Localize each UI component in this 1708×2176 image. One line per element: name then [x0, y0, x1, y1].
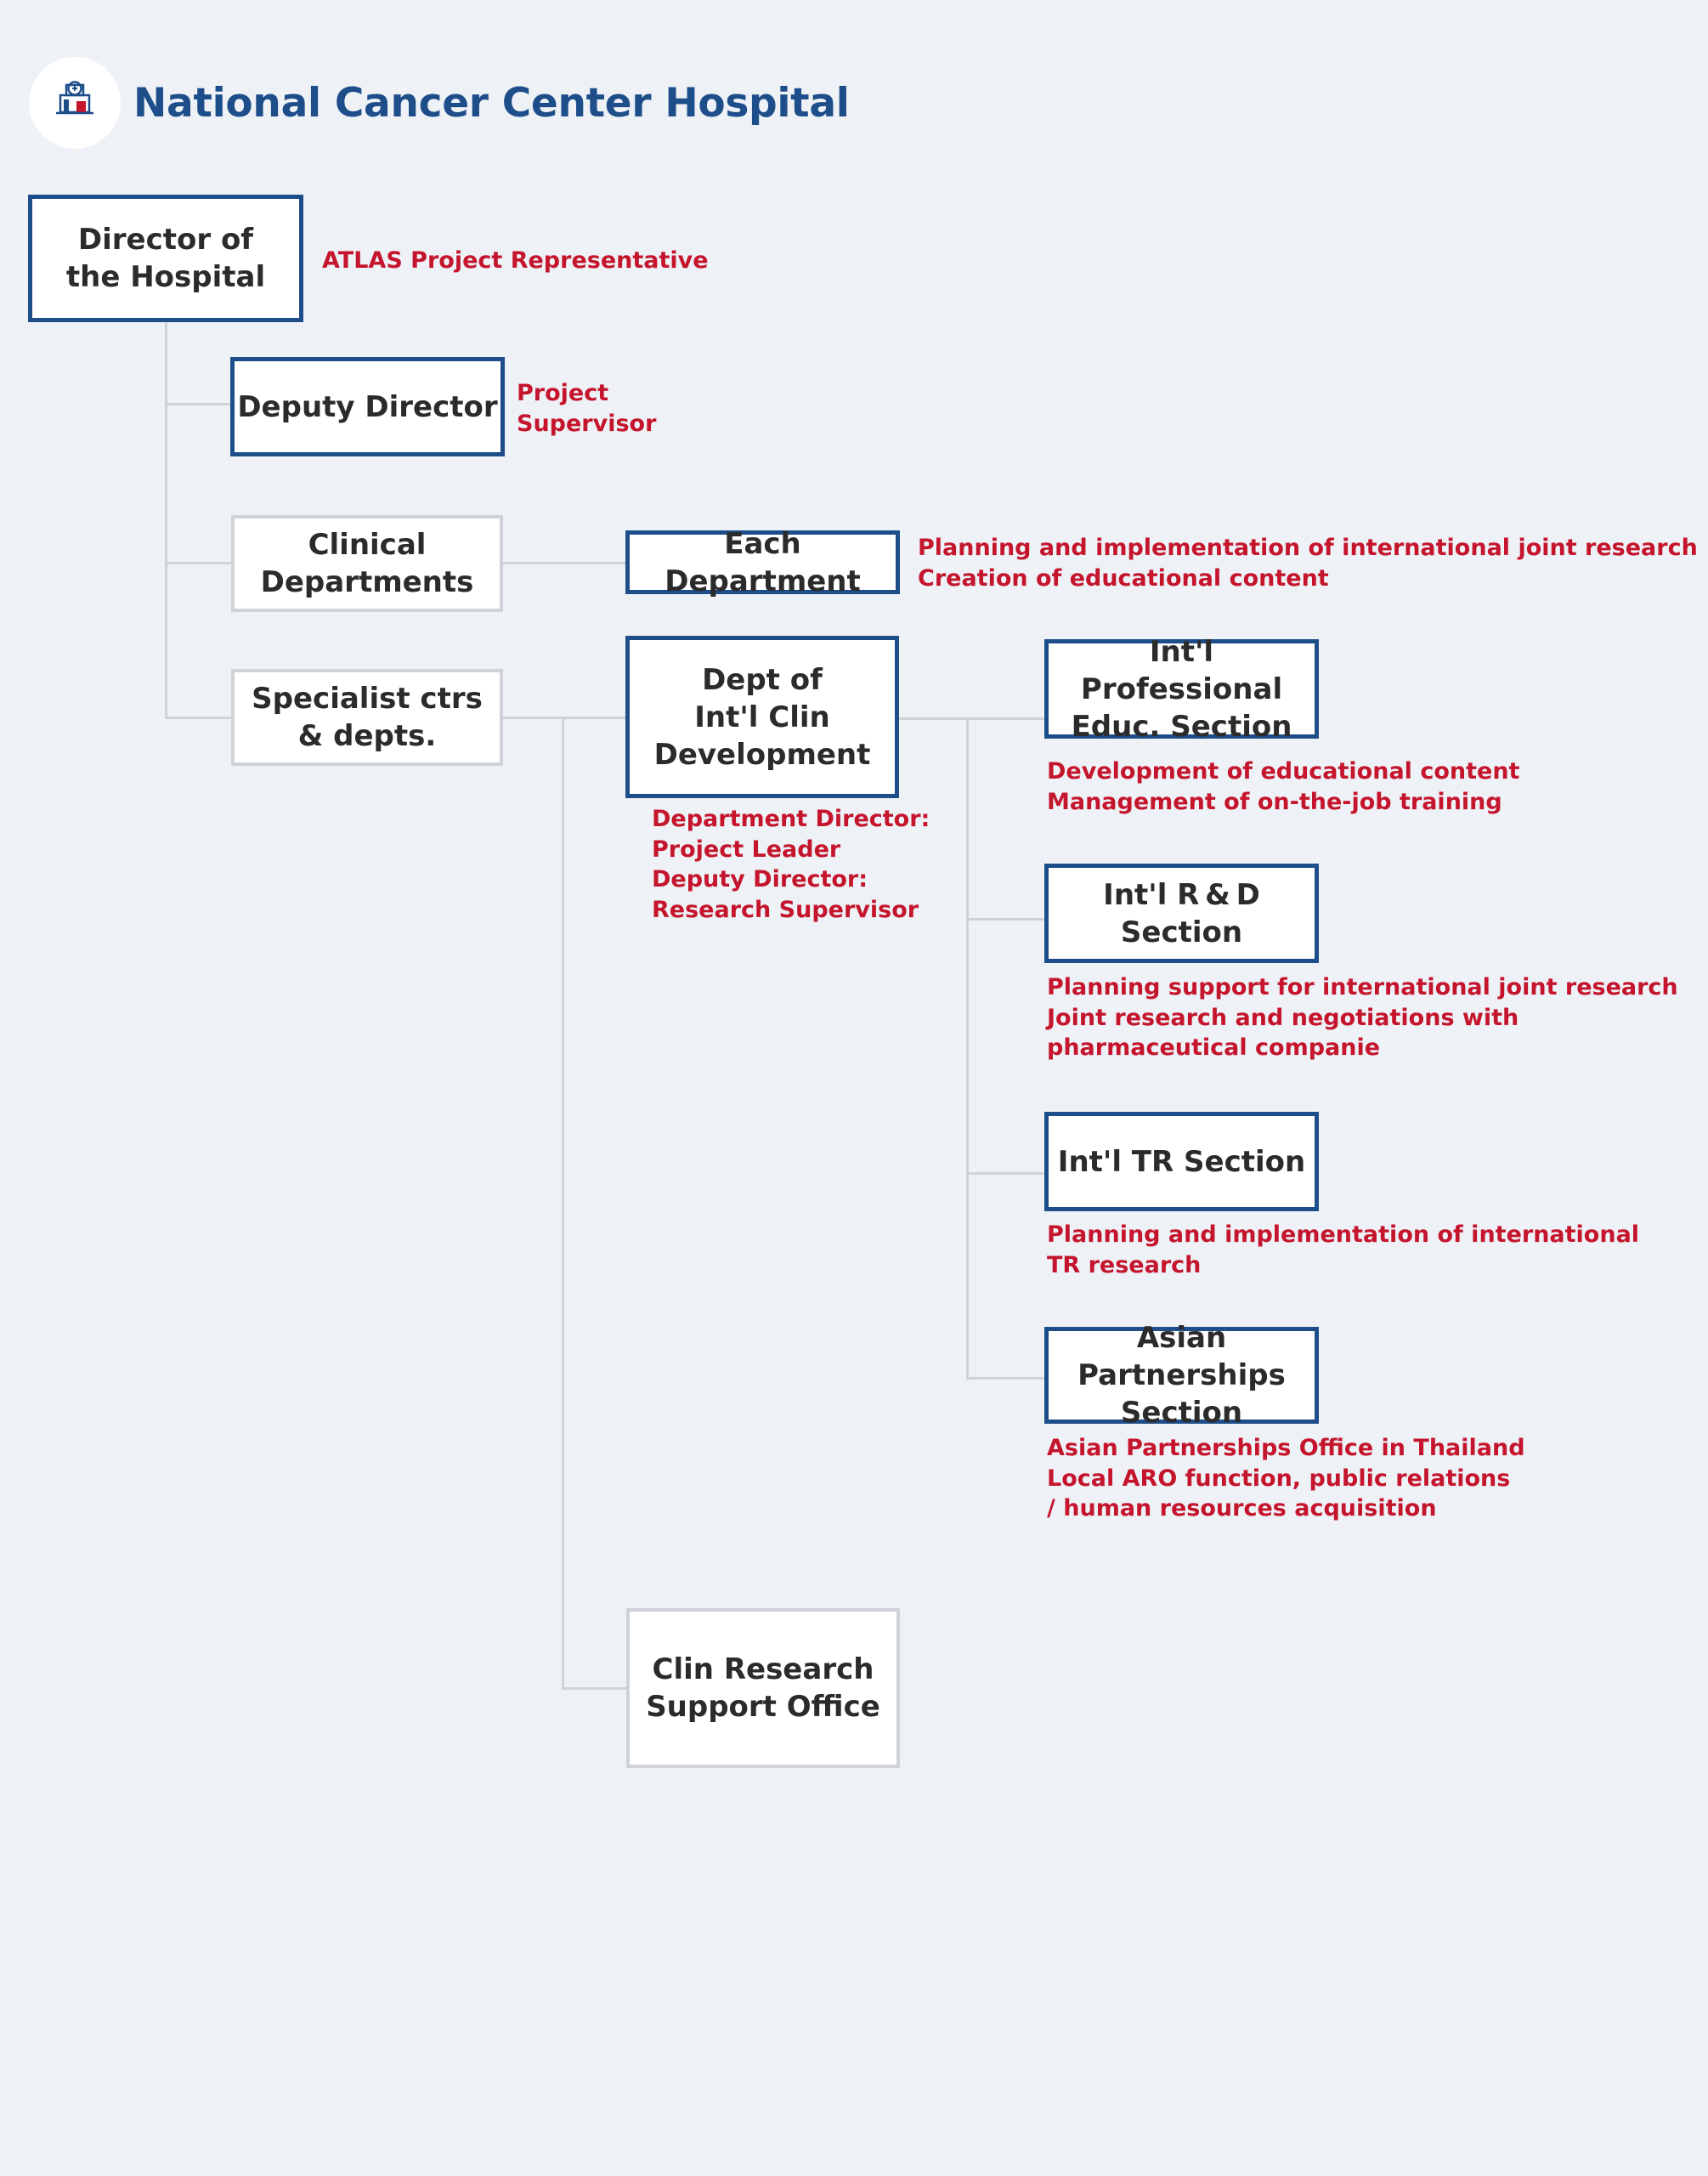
connector-specialist-trunk — [562, 717, 564, 1689]
node-intl-prof-educ: Int'l Professional Educ. Section — [1044, 635, 1319, 744]
note-each-department: Planning and implementation of internati… — [918, 535, 1698, 592]
node-each-department: Each Department — [625, 527, 900, 598]
connector-to-specialist — [165, 717, 233, 719]
page-title: National Cancer Center Hospital — [133, 80, 850, 127]
connector-specialist-dept — [502, 717, 628, 719]
node-director: Director of the Hospital — [28, 195, 303, 322]
node-clin-research-support: Clin Research Support Office — [626, 1608, 900, 1768]
node-deputy-director: Deputy Director — [230, 357, 505, 456]
connector-to-deputy — [165, 403, 233, 405]
hospital-icon — [56, 81, 93, 115]
note-dept-intl-clin-dev: Department Director: Project Leader Depu… — [652, 806, 930, 923]
node-intl-rd: Int'l R & D Section — [1044, 864, 1319, 963]
note-intl-prof-educ: Development of educational content Manag… — [1047, 758, 1520, 815]
connector-to-clin-research — [562, 1687, 628, 1690]
note-asian-partnerships: Asian Partnerships Office in Thailand Lo… — [1047, 1435, 1525, 1522]
connector-sections-trunk — [966, 717, 969, 1380]
connector-to-rd — [966, 918, 1045, 921]
node-specialist-ctrs: Specialist ctrs & depts. — [231, 669, 503, 766]
connector-clinical-each — [502, 562, 628, 564]
connector-dept-sections — [896, 717, 1045, 720]
note-director: ATLAS Project Representative — [322, 247, 709, 274]
node-asian-partnerships: Asian Partnerships Section — [1044, 1321, 1319, 1430]
node-intl-tr: Int'l TR Section — [1044, 1112, 1319, 1211]
node-dept-intl-clin-dev: Dept of Int'l Clin Development — [625, 636, 899, 798]
note-intl-rd: Planning support for international joint… — [1047, 974, 1678, 1061]
note-intl-tr: Planning and implementation of internati… — [1047, 1221, 1640, 1278]
connector-to-asian — [966, 1377, 1045, 1380]
logo — [29, 57, 121, 149]
connector-director-trunk — [165, 321, 167, 719]
connector-to-clinical — [165, 562, 233, 564]
connector-to-tr — [966, 1172, 1045, 1175]
node-clinical-departments: Clinical Departments — [231, 515, 503, 612]
note-deputy-director: Project Supervisor — [517, 380, 657, 437]
